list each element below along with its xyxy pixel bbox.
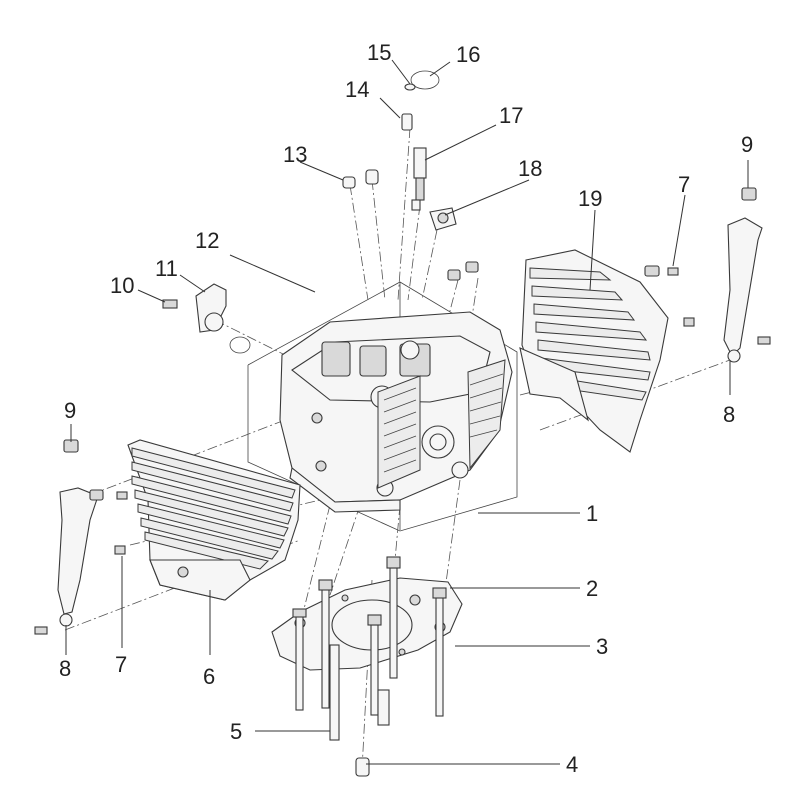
callout-15: 15 [367, 40, 391, 65]
leader-lines [65, 59, 749, 765]
callout-4: 4 [566, 752, 578, 777]
callout-9-left: 9 [64, 398, 76, 423]
callout-1: 1 [586, 501, 598, 526]
callout-7-right: 7 [678, 172, 690, 197]
cylinder-head [279, 311, 513, 513]
callout-19: 19 [578, 186, 602, 211]
left-fin-cover [127, 439, 301, 601]
right-side-strip [644, 187, 771, 363]
callout-8-right: 8 [723, 402, 735, 427]
intake-port-parts [162, 283, 251, 354]
callout-9-right: 9 [741, 132, 753, 157]
callout-8-left: 8 [59, 656, 71, 681]
callout-2: 2 [586, 576, 598, 601]
callout-labels: 1 2 3 4 5 6 7 7 8 8 9 9 10 11 12 13 14 1… [59, 40, 753, 777]
left-side-strip [34, 439, 128, 635]
callout-11: 11 [155, 256, 178, 281]
right-fin-cover [519, 249, 669, 453]
callout-13: 13 [283, 142, 307, 167]
callout-7-left: 7 [115, 652, 127, 677]
callout-6: 6 [203, 664, 215, 689]
callout-10: 10 [110, 273, 134, 298]
callout-17: 17 [499, 103, 523, 128]
valve-top-parts [342, 70, 479, 281]
callout-14: 14 [345, 77, 369, 102]
dowel-pins [329, 644, 390, 777]
head-bolts [292, 556, 447, 717]
callout-18: 18 [518, 156, 542, 181]
callout-16: 16 [456, 42, 480, 67]
callout-12: 12 [195, 228, 219, 253]
callout-3: 3 [596, 634, 608, 659]
callout-5: 5 [230, 719, 242, 744]
